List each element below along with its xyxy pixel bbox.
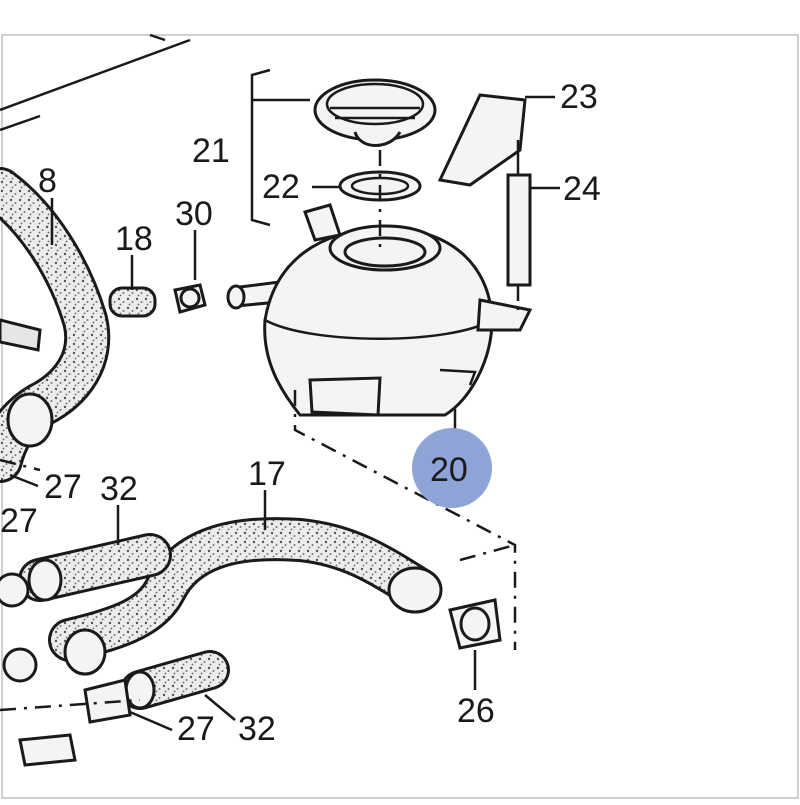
label-22: 22	[262, 168, 300, 206]
level-sensor-connector-23	[437, 93, 527, 187]
tank-inlet-pipe-end	[226, 284, 246, 310]
label-20[interactable]: 20	[430, 451, 468, 489]
label-26: 26	[457, 692, 495, 730]
clamp-27-bottom	[83, 678, 132, 724]
ref-line-bottom-left	[0, 698, 141, 712]
label-24: 24	[563, 170, 601, 208]
tank-vent-nipple	[303, 203, 342, 242]
fitting-bottom-left	[18, 733, 77, 767]
label-27-top: 27	[44, 468, 82, 506]
top-left-box-edge-2	[0, 114, 41, 132]
tank-outlet	[308, 376, 382, 417]
leader-27-top	[9, 473, 39, 488]
label-27-bottom: 27	[177, 710, 215, 748]
hose-32-upper-end	[27, 558, 63, 602]
hose-17-end	[387, 566, 443, 614]
label-32-upper: 32	[100, 470, 138, 508]
label-30: 30	[175, 195, 213, 233]
ref-line-26	[459, 543, 516, 562]
tank-mount-tab	[476, 298, 533, 332]
top-left-box-edge	[0, 38, 191, 112]
hose-8-branch	[0, 318, 42, 352]
filler-cap-top	[325, 82, 425, 126]
tank-seam	[264, 318, 493, 340]
label-17: 17	[248, 455, 286, 493]
leader-27-bottom	[129, 710, 173, 732]
leader-21-bracket	[250, 68, 310, 227]
clamp-27-left-lower	[2, 647, 38, 683]
label-8: 8	[38, 162, 57, 200]
label-23: 23	[560, 78, 598, 116]
top-left-box-tick	[149, 33, 166, 42]
ref-line-outlet	[293, 390, 517, 650]
clamp-26-ring	[459, 606, 491, 642]
level-sender-24	[506, 173, 532, 287]
hose-32-lower-end	[124, 670, 156, 710]
filler-cap-grip	[330, 106, 420, 120]
tank-lower-tab	[439, 368, 477, 386]
hose-8-end	[6, 392, 54, 448]
label-27-left: 27	[0, 502, 38, 540]
clamp-27-left	[0, 572, 30, 608]
clamp-30-screw	[179, 287, 201, 309]
fitting-lower-left	[63, 628, 107, 676]
filler-cap-thread	[353, 131, 402, 147]
label-32-lower: 32	[238, 710, 276, 748]
label-21: 21	[192, 132, 230, 170]
label-18: 18	[115, 220, 153, 258]
hose-17	[51, 520, 439, 659]
filler-cap	[313, 78, 437, 142]
callout-20-highlight[interactable]	[412, 428, 492, 508]
tank-filler-opening	[343, 236, 427, 268]
ref-line-left	[0, 458, 41, 472]
leader-32-lower	[204, 694, 236, 721]
hose-18	[108, 286, 157, 318]
